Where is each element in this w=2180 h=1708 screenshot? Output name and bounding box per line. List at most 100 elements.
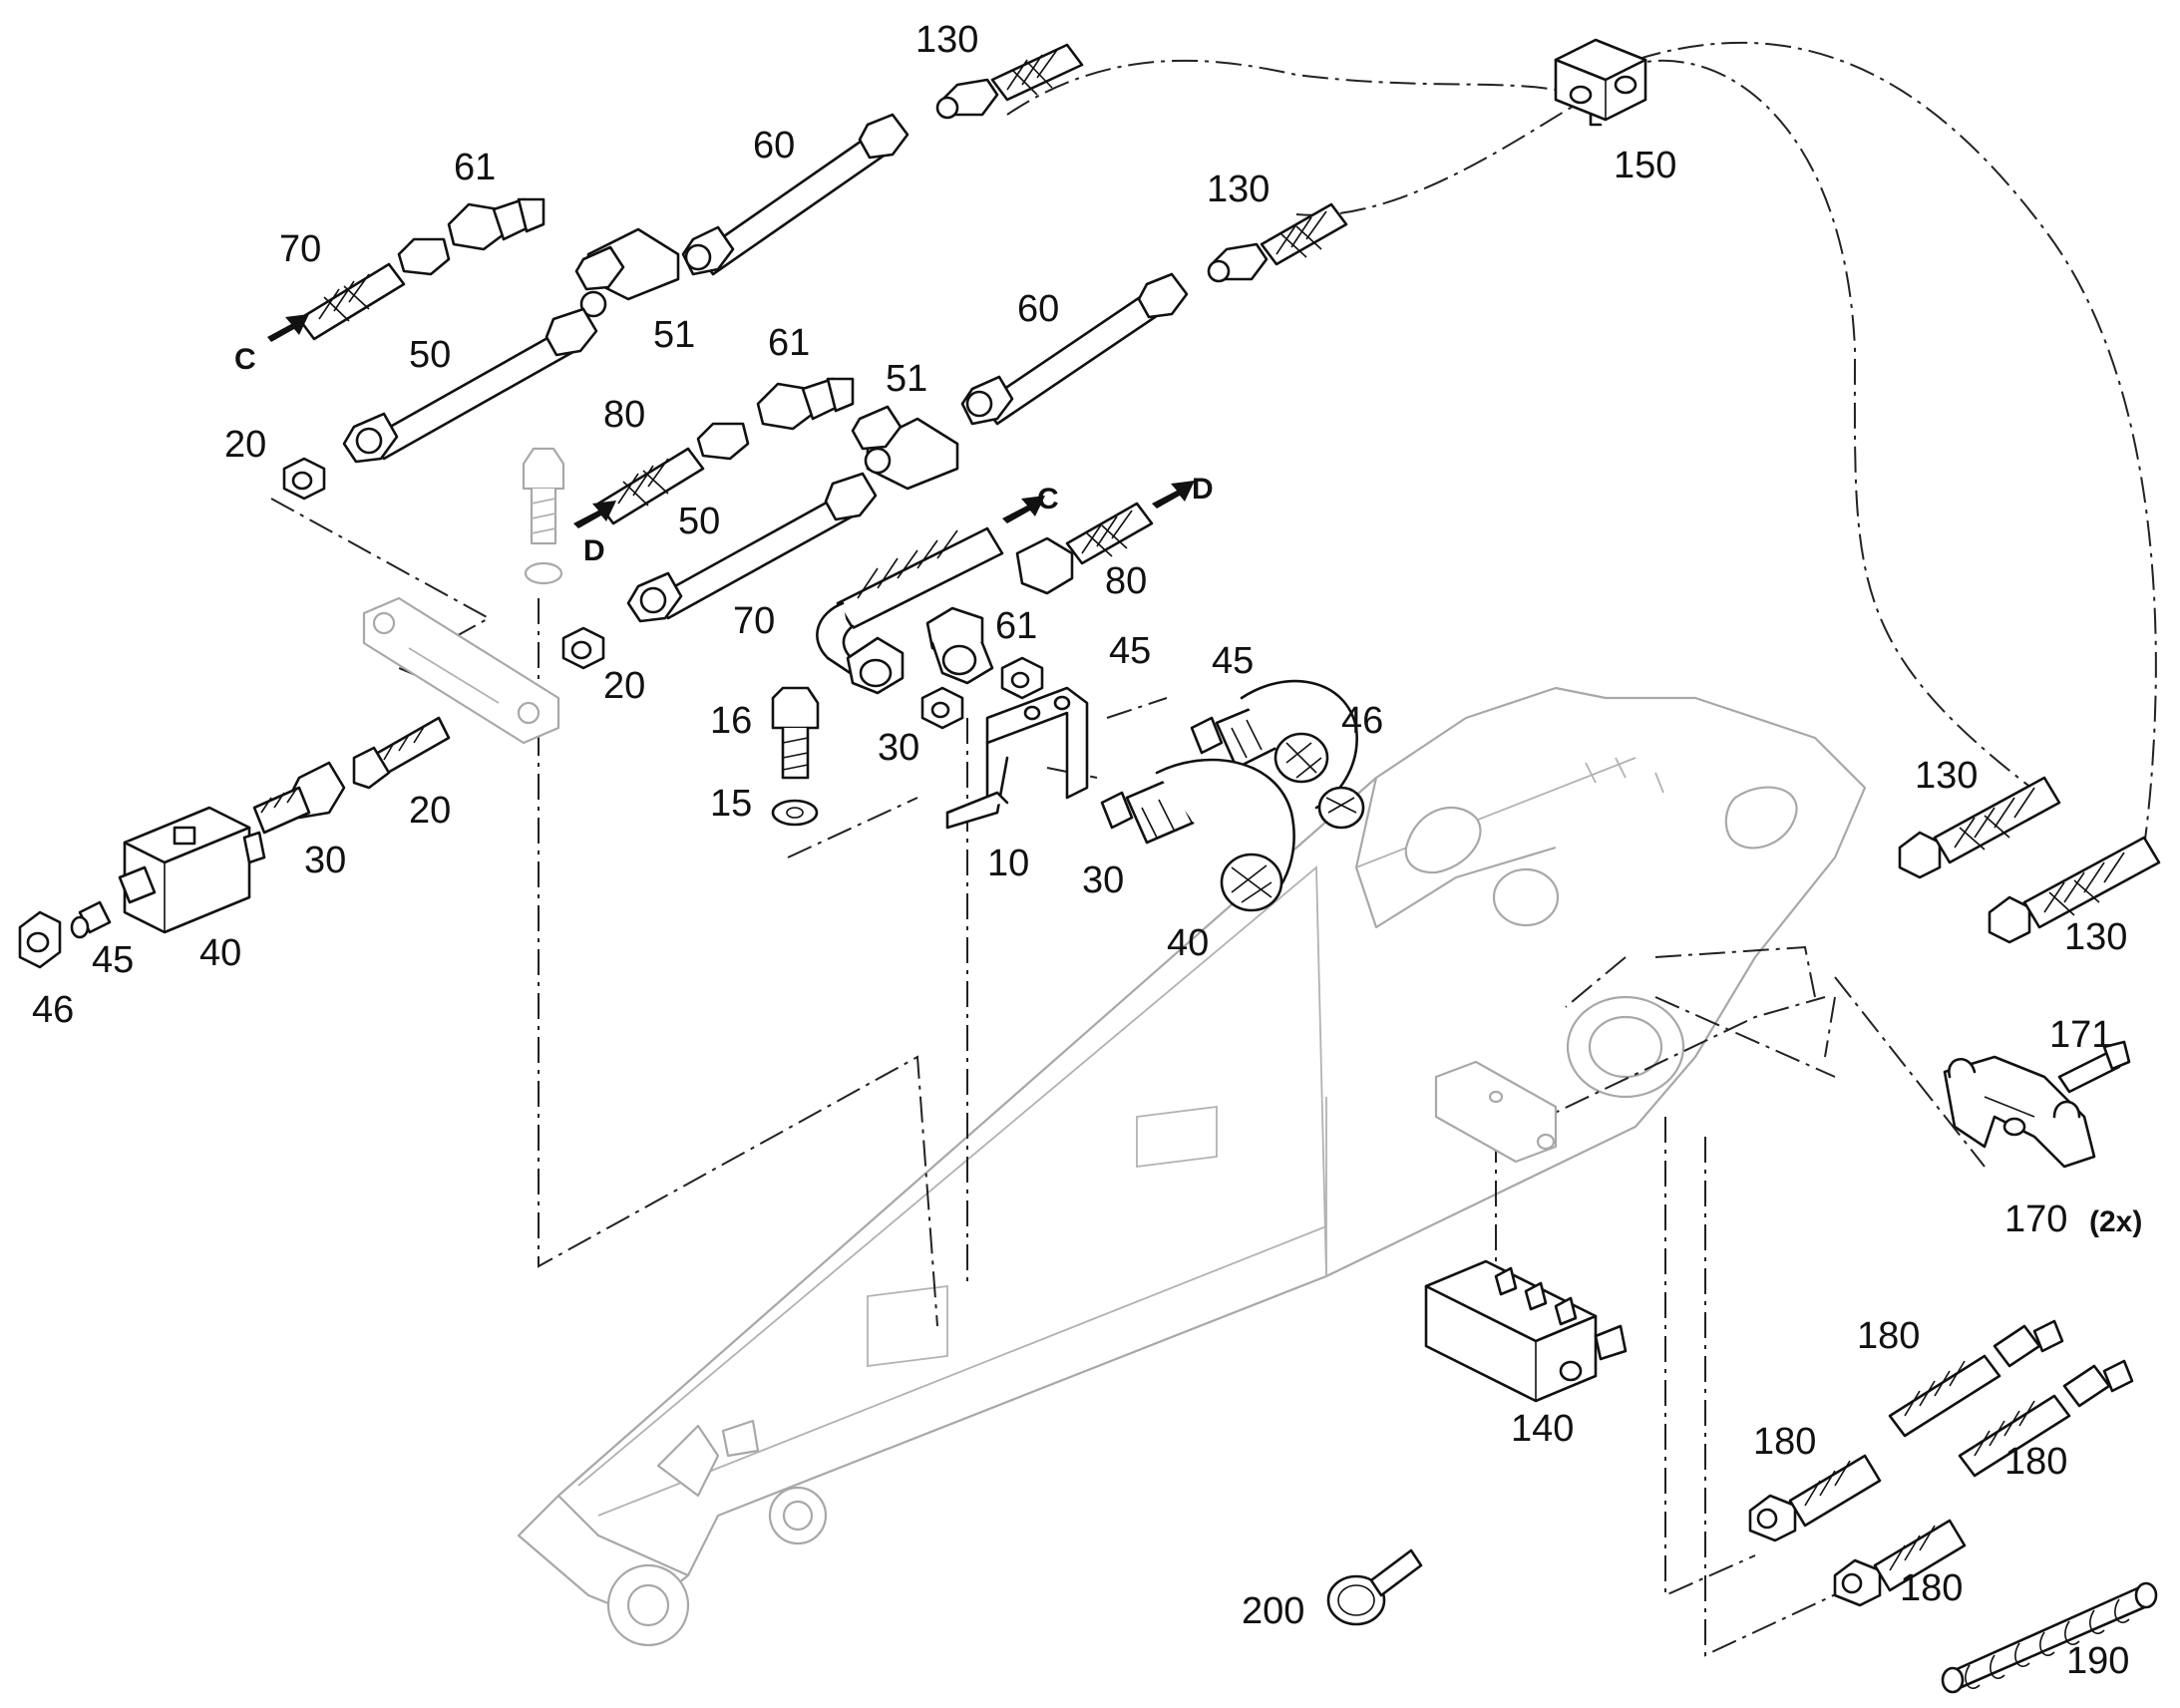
part-180-hose-1 [1888,1319,2064,1438]
label-50: 30 [1082,859,1124,901]
label-110: 70 [733,600,775,642]
label-130: 140 [1511,1408,1574,1450]
label-20: 20 [409,790,451,832]
part-20-nut-mid [561,626,605,670]
part-140-hose-top [935,43,1084,120]
bolt-upper [522,447,565,585]
part-40-valve [118,806,266,934]
label-80: 51 [653,314,695,356]
label-16: 16 [710,700,752,742]
label-180: 180 [1857,1315,1920,1357]
label-180: 180 [2004,1441,2067,1483]
label-51: 40 [1167,922,1209,964]
label-140: 130 [1207,169,1270,210]
part-80-tee-top [574,227,680,318]
label-20: 20 [603,665,645,707]
part-110-hose-top [297,237,451,341]
label-140: 130 [2064,916,2127,958]
part-46-nut [18,910,62,969]
label-10: 10 [987,843,1029,884]
label-30: 30 [304,840,346,881]
label-80: 51 [886,358,927,400]
label-190: 190 [2066,1640,2129,1682]
part-16-bolt [771,686,820,780]
part-60-coupler [1190,679,1358,810]
boom-arm [517,686,1867,1647]
label-200: 200 [1242,1590,1304,1632]
marker-c-top: C [234,343,256,376]
part-90-pipe-top [681,113,909,276]
part-180-hose-2 [1958,1359,2134,1478]
label-qty-2x: (2x) [2089,1205,2142,1238]
part-170-clamp [1943,1055,2096,1169]
part-150-clamp [1554,38,1647,127]
label-120: 80 [1105,560,1147,602]
label-90: 60 [1017,288,1059,330]
part-180-hose-3 [1748,1454,1882,1542]
label-15: 15 [710,783,752,825]
marker-d-right: D [1192,473,1214,506]
label-60: 45 [1212,640,1254,682]
label-46: 46 [32,989,74,1031]
label-20: 20 [224,424,266,466]
part-20-adapter [352,716,451,790]
arrow-c-top [267,314,309,342]
label-100: 61 [995,605,1037,647]
part-140-hose-mid [1207,202,1348,283]
part-120-hose-top [596,422,750,525]
label-45: 45 [92,939,134,981]
part-15-washer [771,799,819,827]
part-20-nut-top [282,457,326,501]
part-70-pipe-low [626,472,878,623]
mount-plate [1434,1060,1558,1164]
part-90-pipe-mid [960,272,1189,426]
marker-labels: C D C D [234,343,1214,567]
part-70-pipe-top [342,307,598,464]
part-171-screw [2057,1040,2131,1094]
part-100-elbow-mid [756,377,855,431]
label-90: 60 [753,125,795,167]
label-100: 61 [454,147,496,188]
label-170: 170 [2004,1198,2067,1240]
label-50: 30 [878,727,919,769]
label-140: 130 [1915,755,1978,797]
marker-d-mid: D [583,534,605,567]
part-labels: 130 60 61 70 51 50 130 60 61 51 80 20 50… [32,19,2142,1682]
part-140-hose-right-2 [1988,836,2161,944]
arrow-d-right [1152,481,1195,509]
part-190-spiral-guard [1941,1581,2158,1694]
part-51-cap [1220,853,1283,912]
label-140: 130 [915,19,978,61]
part-10-bracket [945,686,1089,830]
part-140-hose-right-1 [1898,776,2061,879]
label-120: 80 [603,394,645,436]
part-180-hose-4 [1833,1519,1967,1607]
marker-c-mid: C [1037,483,1059,515]
part-130-block [1424,1259,1628,1403]
arrow-c-mid [1002,496,1045,523]
label-40: 40 [199,932,241,974]
label-171: 171 [2049,1014,2112,1056]
label-70: 50 [409,334,451,376]
label-61: 46 [1341,700,1383,742]
part-100-elbow-low [925,606,994,685]
label-180: 180 [1753,1421,1816,1463]
part-200-hose-clamp [1326,1548,1423,1626]
part-45-fitting [70,900,112,939]
part-110-hose-low [816,526,1004,695]
part-30-fitting [252,761,346,835]
part-61-cap [1317,786,1365,830]
arrow-d-mid [573,501,616,528]
part-60-nut [1000,656,1044,700]
part-120-hose-low [1015,502,1154,595]
label-110: 70 [279,228,321,270]
label-150: 150 [1614,145,1676,186]
label-100: 61 [768,322,810,364]
label-60: 45 [1109,630,1151,672]
part-80-tee-mid [851,405,959,491]
label-180: 180 [1900,1567,1963,1609]
label-70: 50 [678,501,720,542]
part-50-nut [920,686,964,730]
part-100-elbow-top [447,197,545,251]
